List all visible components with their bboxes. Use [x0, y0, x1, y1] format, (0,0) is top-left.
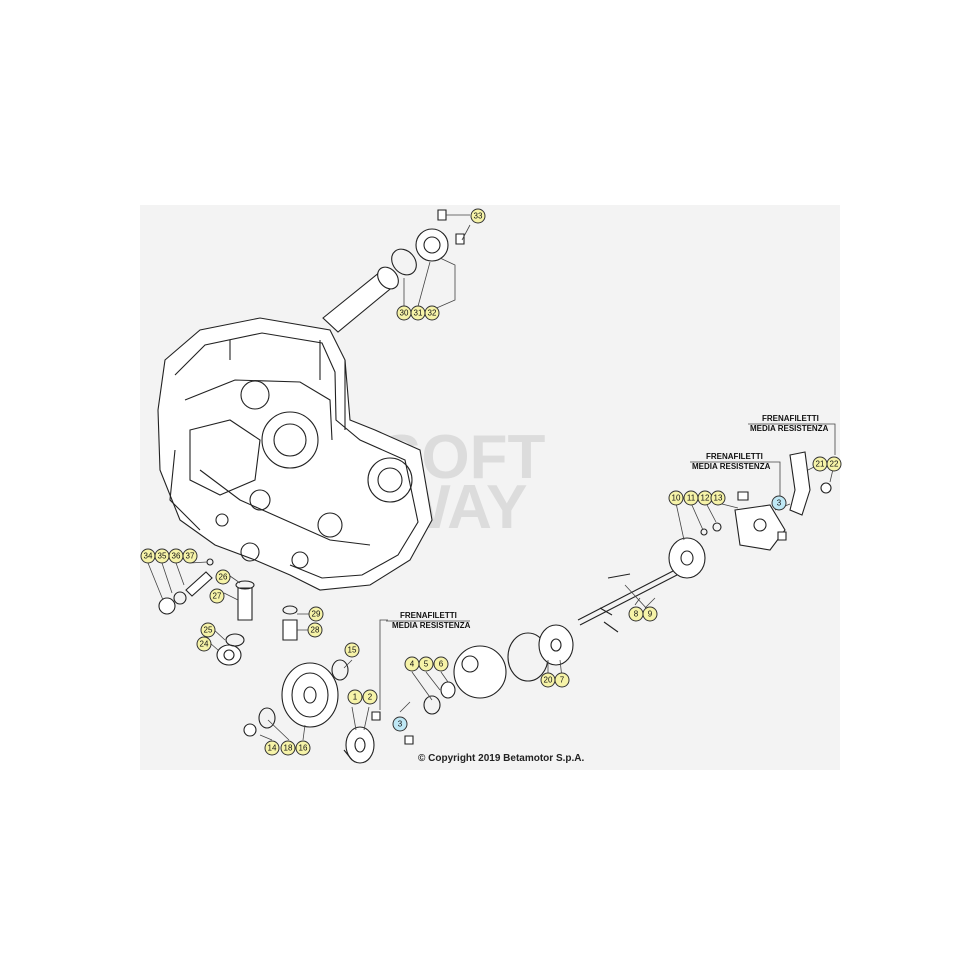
svg-text:18: 18 [284, 744, 293, 753]
callout-24[interactable]: 24 [196, 636, 212, 652]
rotor-cover-drawing [668, 451, 835, 579]
svg-text:35: 35 [158, 552, 167, 561]
svg-text:8: 8 [634, 610, 639, 619]
note-line-2: MEDIA RESISTENZA [750, 424, 829, 433]
svg-text:4: 4 [410, 660, 415, 669]
callout-8[interactable]: 8 [628, 606, 644, 622]
callout-32[interactable]: 32 [424, 305, 440, 321]
gears-drawing [243, 659, 375, 764]
callout-3-lower[interactable]: 3 [392, 716, 408, 732]
crankcase-drawing [157, 317, 433, 591]
svg-text:33: 33 [474, 212, 483, 221]
svg-text:3: 3 [398, 720, 403, 729]
callout-33[interactable]: 33 [470, 208, 486, 224]
callout-7[interactable]: 7 [554, 672, 570, 688]
svg-text:16: 16 [299, 744, 308, 753]
svg-text:32: 32 [428, 309, 437, 318]
callout-16[interactable]: 16 [295, 740, 311, 756]
svg-text:6: 6 [439, 660, 444, 669]
callout-27[interactable]: 27 [209, 588, 225, 604]
copyright-text: © Copyright 2019 Betamotor S.p.A. [418, 753, 585, 764]
svg-text:24: 24 [200, 640, 209, 649]
note-threadlocker-top: FRENAFILETTI MEDIA RESISTENZA [748, 414, 836, 455]
callout-12[interactable]: 12 [697, 490, 713, 506]
left-parts-drawing [147, 558, 313, 666]
callout-21[interactable]: 21 [812, 456, 828, 472]
oil-filter-drawing [322, 209, 471, 333]
callout-18[interactable]: 18 [280, 740, 296, 756]
svg-text:28: 28 [311, 626, 320, 635]
callout-25[interactable]: 25 [200, 622, 216, 638]
callout-37[interactable]: 37 [182, 548, 198, 564]
callout-15[interactable]: 15 [344, 642, 360, 658]
note-line-2: MEDIA RESISTENZA [692, 462, 771, 471]
callout-30[interactable]: 30 [396, 305, 412, 321]
callout-5[interactable]: 5 [418, 656, 434, 672]
svg-text:15: 15 [348, 646, 357, 655]
note-line-1: FRENAFILETTI [706, 452, 763, 461]
svg-text:26: 26 [219, 573, 228, 582]
svg-text:34: 34 [144, 552, 153, 561]
callout-20[interactable]: 20 [540, 672, 556, 688]
note-line-2: MEDIA RESISTENZA [392, 621, 471, 630]
callout-26[interactable]: 26 [215, 569, 231, 585]
svg-text:37: 37 [186, 552, 195, 561]
pump-cover-drawing [371, 619, 574, 745]
callout-4[interactable]: 4 [404, 656, 420, 672]
svg-text:1: 1 [353, 693, 358, 702]
callout-13[interactable]: 13 [710, 490, 726, 506]
note-line-1: FRENAFILETTI [762, 414, 819, 423]
callout-14[interactable]: 14 [264, 740, 280, 756]
callout-6[interactable]: 6 [433, 656, 449, 672]
svg-text:10: 10 [672, 494, 681, 503]
svg-text:29: 29 [312, 610, 321, 619]
note-line-1: FRENAFILETTI [400, 611, 457, 620]
note-threadlocker-middle: FRENAFILETTI MEDIA RESISTENZA [690, 452, 781, 496]
svg-text:36: 36 [172, 552, 181, 561]
svg-text:11: 11 [687, 494, 696, 503]
svg-text:27: 27 [213, 592, 222, 601]
callout-group: 33 30 31 32 21 22 10 11 12 13 3 34 35 36… [140, 208, 842, 756]
callout-9[interactable]: 9 [642, 606, 658, 622]
callout-10[interactable]: 10 [668, 490, 684, 506]
svg-text:30: 30 [400, 309, 409, 318]
svg-text:21: 21 [816, 460, 825, 469]
callout-29[interactable]: 29 [308, 606, 324, 622]
callout-11[interactable]: 11 [683, 490, 699, 506]
callout-35[interactable]: 35 [154, 548, 170, 564]
svg-text:5: 5 [424, 660, 429, 669]
svg-text:3: 3 [777, 499, 782, 508]
pump-shaft-drawing [577, 569, 678, 633]
callout-36[interactable]: 36 [168, 548, 184, 564]
svg-text:22: 22 [830, 460, 839, 469]
callout-3-upper[interactable]: 3 [771, 495, 787, 511]
callout-22[interactable]: 22 [826, 456, 842, 472]
svg-text:9: 9 [648, 610, 653, 619]
svg-text:2: 2 [368, 693, 373, 702]
svg-text:13: 13 [714, 494, 723, 503]
callout-28[interactable]: 28 [307, 622, 323, 638]
callout-2[interactable]: 2 [362, 689, 378, 705]
svg-text:25: 25 [204, 626, 213, 635]
callout-1[interactable]: 1 [347, 689, 363, 705]
callout-31[interactable]: 31 [410, 305, 426, 321]
note-threadlocker-bottom: FRENAFILETTI MEDIA RESISTENZA [386, 611, 471, 630]
callout-34[interactable]: 34 [140, 548, 156, 564]
svg-text:31: 31 [414, 309, 423, 318]
svg-text:7: 7 [560, 676, 565, 685]
svg-text:20: 20 [544, 676, 553, 685]
svg-text:12: 12 [701, 494, 710, 503]
svg-text:14: 14 [268, 744, 277, 753]
